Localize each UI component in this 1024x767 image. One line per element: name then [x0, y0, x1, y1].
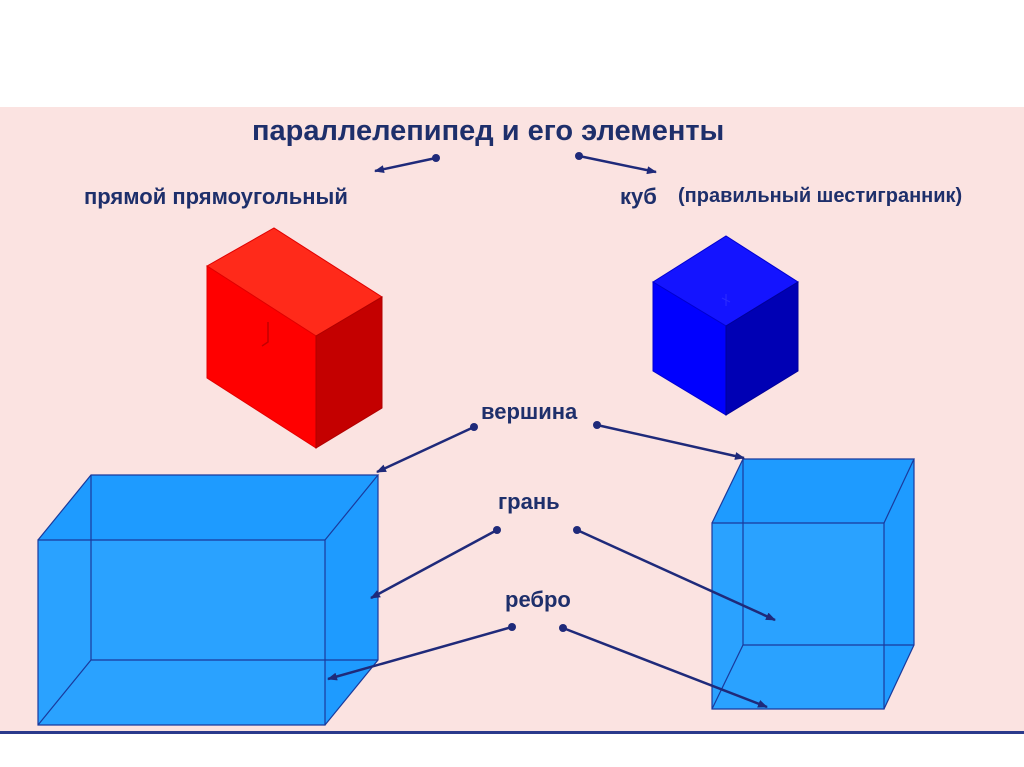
bottom-rule — [0, 731, 1024, 734]
box-right-face — [325, 475, 378, 725]
blue-cube — [652, 235, 799, 416]
arrow-to-right-type — [578, 154, 657, 175]
red-parallelepiped — [206, 227, 383, 449]
term-face: грань — [498, 489, 560, 514]
vertex-arrow-right — [596, 423, 745, 460]
term-edge: ребро — [505, 587, 571, 612]
edge-arrow-left — [327, 625, 513, 681]
cube-outline-back — [711, 458, 915, 524]
left-type-label: прямой прямоугольный — [84, 184, 348, 209]
red-side-face — [315, 296, 383, 449]
edge-arrows — [327, 623, 768, 709]
box-outline-right — [324, 475, 379, 726]
vertex-arrow-left-dot — [470, 423, 478, 431]
cube-top-face — [712, 459, 914, 523]
arrow-to-left-type-dot — [432, 154, 440, 162]
arrow-to-right-type-dot — [575, 152, 583, 160]
red-hidden-edge-mark — [261, 322, 269, 347]
title-arrows — [374, 152, 657, 175]
vertex-arrow-left — [376, 425, 475, 474]
cube-right-face — [884, 459, 914, 709]
cube-front-face — [712, 523, 884, 709]
edge-arrow-left-dot — [508, 623, 516, 631]
edge-arrow-right-dot — [559, 624, 567, 632]
term-vertex: вершина — [481, 399, 578, 424]
vertex-arrow-right-dot — [593, 421, 601, 429]
face-arrow-right-dot — [573, 526, 581, 534]
slide-title: параллелепипед и его элементы — [252, 115, 725, 147]
face-arrow-left — [370, 528, 498, 600]
box-front-face — [38, 540, 325, 725]
blue-side-face — [725, 281, 799, 416]
box-top-face — [38, 475, 378, 540]
face-arrow-right — [576, 528, 776, 622]
edge-arrow-right — [562, 626, 768, 709]
face-arrows — [370, 526, 776, 622]
transparent-cube — [711, 458, 915, 710]
right-type-label: куб — [620, 184, 657, 209]
right-type-note: (правильный шестигранник) — [678, 185, 963, 207]
face-arrow-left-dot — [493, 526, 501, 534]
transparent-box — [37, 474, 380, 726]
vertex-arrows — [376, 421, 745, 474]
blue-hidden-edge-mark — [721, 294, 731, 306]
arrow-to-left-type — [374, 156, 437, 174]
box-outline-back — [37, 474, 380, 541]
cube-outline-right — [883, 459, 915, 710]
